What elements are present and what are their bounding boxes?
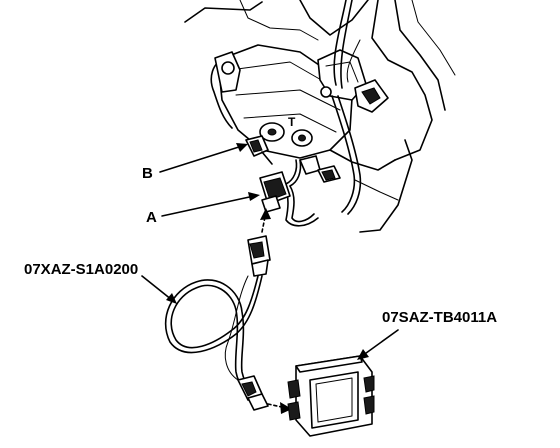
svg-text:T: T bbox=[288, 115, 296, 129]
test-box bbox=[287, 355, 375, 437]
leader-box bbox=[357, 329, 399, 360]
label-box-part-number: 07SAZ-TB4011A bbox=[382, 309, 497, 326]
label-a: A bbox=[146, 209, 157, 226]
leader-a bbox=[161, 192, 260, 217]
connector-a bbox=[259, 171, 291, 213]
adapter-cable bbox=[164, 235, 271, 411]
leader-cable bbox=[141, 275, 177, 304]
connect-arrow bbox=[267, 402, 292, 414]
leader-b bbox=[159, 143, 248, 173]
insert-arrow bbox=[260, 208, 271, 233]
label-cable-part-number: 07XAZ-S1A0200 bbox=[24, 261, 138, 278]
dashboard-assembly: T bbox=[184, 0, 456, 233]
label-b: B bbox=[142, 165, 153, 182]
